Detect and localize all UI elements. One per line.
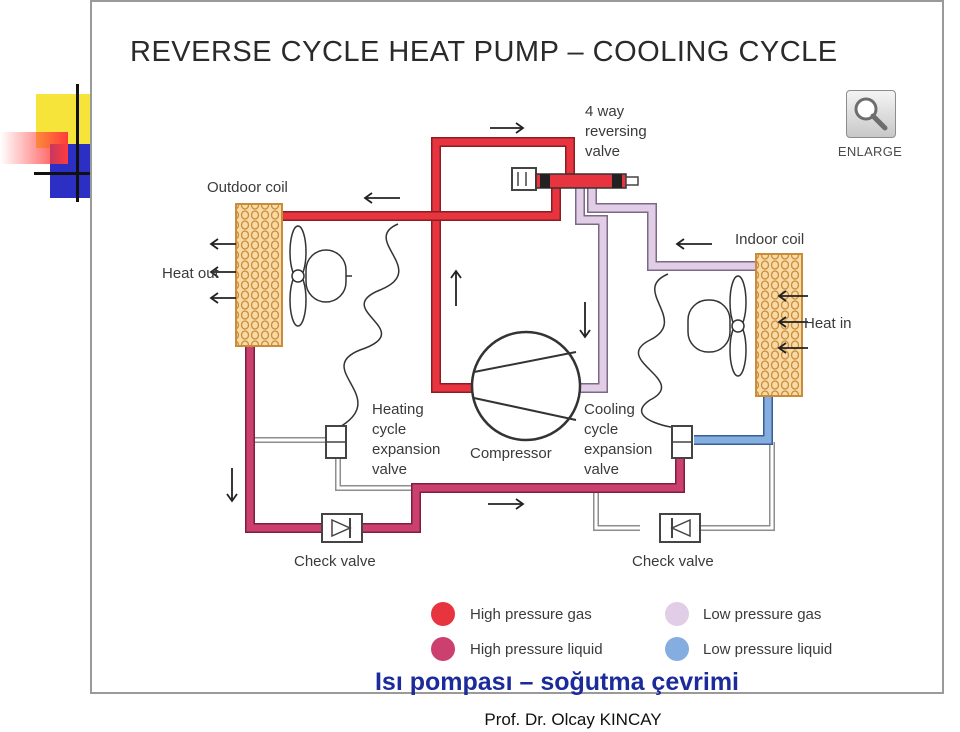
heating-expansion-valve <box>325 425 347 459</box>
legend-dot-low-pressure-liquid <box>665 637 689 661</box>
legend: High pressure gas Low pressure gas High … <box>431 602 832 661</box>
label-heating-exp-1: Heating <box>372 401 424 418</box>
low-pressure-liquid-pipes <box>694 380 773 445</box>
legend-label-high-pressure-liquid: High pressure liquid <box>470 641 603 658</box>
label-4way-line3: valve <box>585 143 620 160</box>
label-heat-in: Heat in <box>804 315 852 332</box>
enlarge-label: ENLARGE <box>837 144 903 159</box>
legend-dot-low-pressure-gas <box>665 602 689 626</box>
outdoor-coil <box>235 203 283 347</box>
label-cooling-exp-2: cycle <box>584 421 618 438</box>
label-cooling-exp-1: Cooling <box>584 401 635 418</box>
slide-author: Prof. Dr. Olcay KINCAY <box>484 710 662 729</box>
legend-dot-high-pressure-liquid <box>431 637 455 661</box>
slide-decoration-vline <box>76 84 79 202</box>
label-compressor: Compressor <box>470 445 552 462</box>
outdoor-capillary-tube <box>329 223 400 433</box>
label-4way-line2: reversing <box>585 123 647 140</box>
legend-label-low-pressure-liquid: Low pressure liquid <box>703 641 832 658</box>
outdoor-fan <box>289 225 352 327</box>
check-valve-right <box>659 513 701 543</box>
magnifier-icon <box>846 90 896 138</box>
slide-decoration-hline <box>34 172 94 175</box>
legend-label-low-pressure-gas: Low pressure gas <box>703 606 821 623</box>
low-pressure-gas-pipes <box>575 186 788 393</box>
indoor-capillary-tube <box>637 273 683 429</box>
slide-decoration-red-gradient <box>0 132 68 164</box>
cooling-expansion-valve <box>671 425 693 459</box>
enlarge-button[interactable]: ENLARGE <box>832 88 908 164</box>
label-4way-line1: 4 way <box>585 103 625 120</box>
diagram-title: REVERSE CYCLE HEAT PUMP – COOLING CYCLE <box>130 36 838 68</box>
legend-dot-high-pressure-gas <box>431 602 455 626</box>
label-heat-out: Heat out <box>162 265 220 282</box>
slide-caption: Isı pompası – soğutma çevrimi <box>374 668 739 696</box>
compressor <box>470 330 582 442</box>
label-check-valve-left: Check valve <box>294 553 376 570</box>
label-indoor-coil: Indoor coil <box>735 231 804 248</box>
four-way-valve <box>511 167 639 191</box>
label-heating-exp-4: valve <box>372 461 407 478</box>
label-outdoor-coil: Outdoor coil <box>207 179 288 196</box>
label-cooling-exp-4: valve <box>584 461 619 478</box>
legend-label-high-pressure-gas: High pressure gas <box>470 606 592 623</box>
indoor-coil <box>755 253 803 397</box>
label-heating-exp-2: cycle <box>372 421 406 438</box>
check-valve-left <box>321 513 363 543</box>
indoor-fan <box>687 275 747 377</box>
label-heating-exp-3: expansion <box>372 441 440 458</box>
high-pressure-gas-pipes <box>246 137 575 393</box>
flow-arrows <box>209 122 808 510</box>
label-check-valve-right: Check valve <box>632 553 714 570</box>
high-pressure-liquid-pipes <box>245 320 685 533</box>
label-cooling-exp-3: expansion <box>584 441 652 458</box>
